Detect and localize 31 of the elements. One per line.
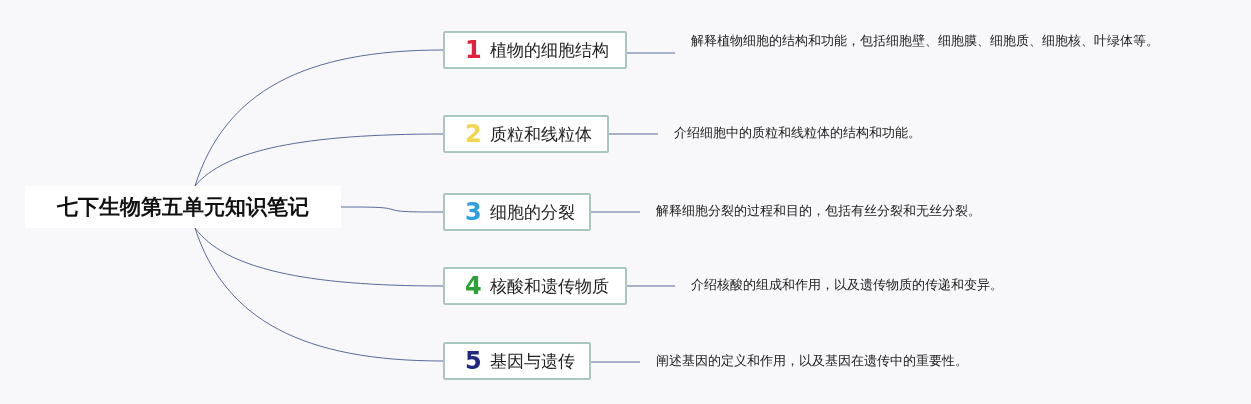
connector-line (608, 133, 659, 135)
description-text: 解释细胞分裂的过程和目的，包括有丝分裂和无丝分裂。 (640, 200, 1140, 224)
connector-line (194, 227, 444, 287)
topic-number: 5 (465, 349, 482, 373)
topic-box (443, 31, 627, 69)
topic-box (443, 342, 591, 380)
topic-box (443, 267, 627, 305)
topic-title: 核酸和遗传物质 (489, 274, 609, 298)
topic-number: 2 (465, 122, 482, 146)
description-text: 介绍核酸的组成和作用，以及遗传物质的传递和变异。 (675, 274, 1175, 298)
topic-title: 植物的细胞结构 (489, 38, 609, 62)
connector-line (194, 133, 444, 187)
topic-box (443, 193, 591, 231)
description-text: 介绍细胞中的质粒和线粒体的结构和功能。 (658, 122, 1058, 146)
topic-title: 质粒和线粒体 (489, 122, 592, 146)
topic-title: 细胞的分裂 (489, 200, 575, 224)
connector-line (626, 52, 676, 54)
description-text: 解释植物细胞的结构和功能，包括细胞壁、细胞膜、细胞质、细胞核、叶绿体等。 (675, 30, 1195, 76)
topic-box (443, 115, 609, 153)
connector-line (340, 206, 444, 213)
central-topic: 七下生物第五单元知识笔记 (25, 186, 341, 228)
connector-line (590, 361, 641, 363)
topic-title: 基因与遗传 (489, 349, 575, 373)
connector-line (194, 49, 444, 187)
topic-number: 4 (465, 274, 482, 298)
topic-number: 1 (465, 38, 482, 62)
connector-line (626, 285, 676, 287)
connector-line (194, 227, 444, 362)
description-text: 阐述基因的定义和作用，以及基因在遗传中的重要性。 (640, 350, 1140, 374)
connector-line (590, 211, 641, 213)
topic-number: 3 (465, 200, 482, 224)
